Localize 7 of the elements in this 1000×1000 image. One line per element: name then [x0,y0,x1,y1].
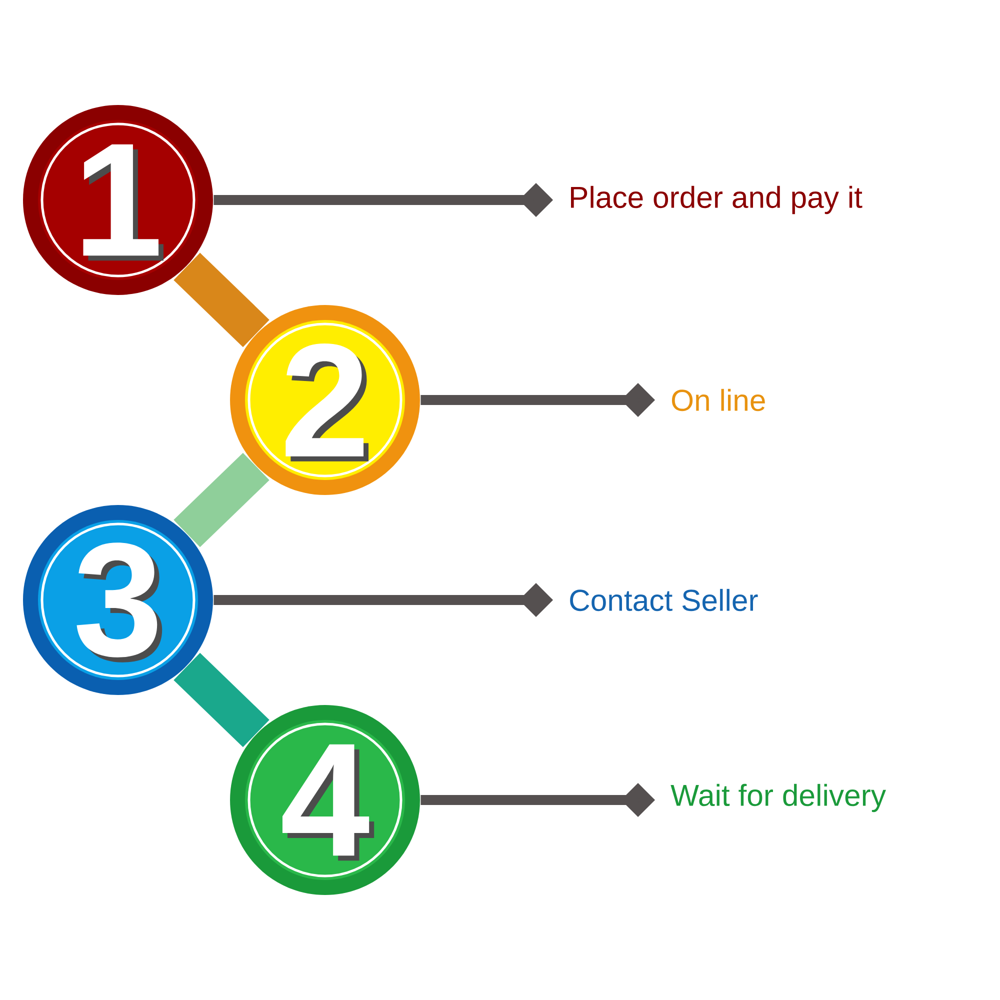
connector-band [174,252,270,348]
connector-band [174,452,270,548]
step-label: Wait for delivery [670,784,886,812]
connector-band [174,652,270,748]
step-label: Contact Seller [570,588,758,612]
step-label: On line [672,388,765,412]
step-label: Place order and pay it [571,186,862,214]
